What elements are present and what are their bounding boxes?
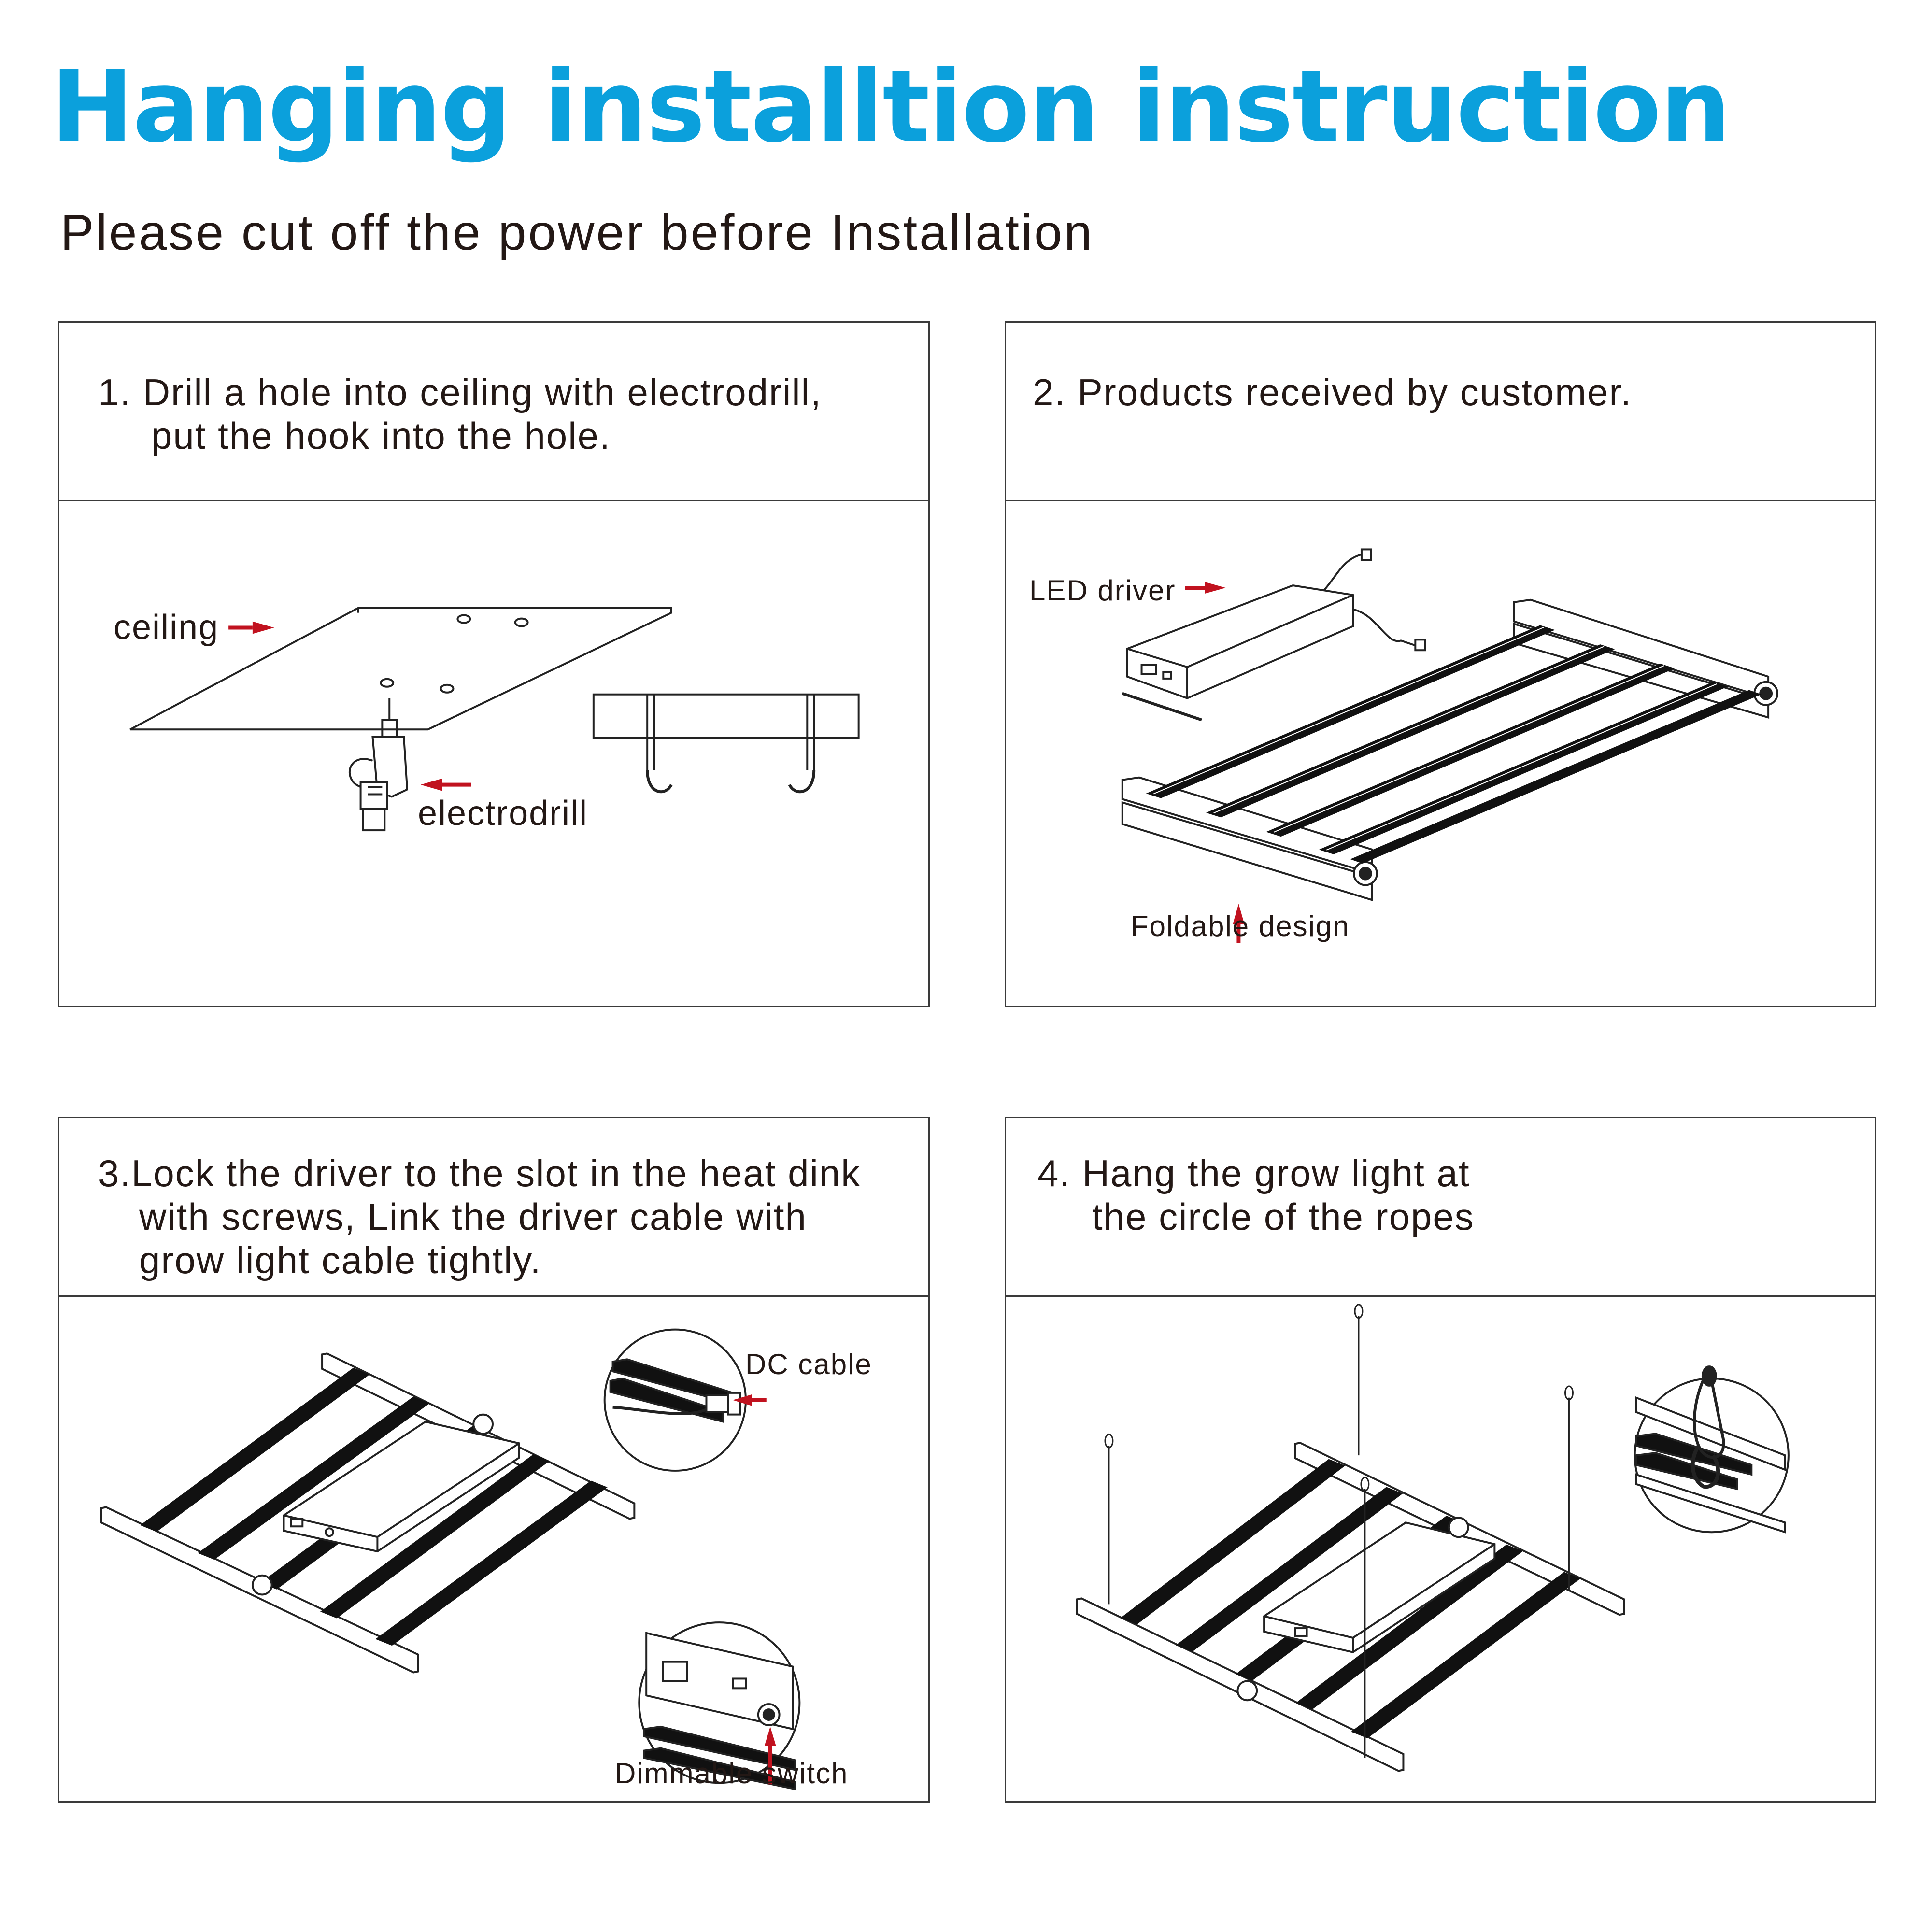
driver-lock-diagram xyxy=(100,1328,801,1790)
step-3-text-line-1: 3.Lock the driver to the slot in the hea… xyxy=(98,1152,861,1194)
grow-light-frame xyxy=(1121,598,1778,901)
hook-icon xyxy=(788,694,816,794)
step-4-text-line-2: the circle of the ropes xyxy=(1092,1195,1475,1238)
dimmable-switch-detail xyxy=(638,1621,801,1790)
step-3-panel: 3.Lock the driver to the slot in the hea… xyxy=(58,1117,930,1803)
ceiling-plate xyxy=(129,607,672,731)
ceiling-label: ceiling xyxy=(114,608,219,647)
step-1-header: 1. Drill a hole into ceiling with electr… xyxy=(59,323,928,501)
step-2-panel: 2. Products received by customer. xyxy=(1005,321,1876,1007)
step-3-text-line-3: grow light cable tightly. xyxy=(139,1239,542,1281)
hook-icon xyxy=(646,694,673,794)
dc-cable-label: DC cable xyxy=(745,1348,872,1380)
step-1-illustration: ceiling electrodrill xyxy=(59,501,928,1006)
page-title: Hanging installtion instruction xyxy=(51,50,1731,165)
step-4-illustration xyxy=(1006,1297,1875,1801)
step-1-panel: 1. Drill a hole into ceiling with electr… xyxy=(58,321,930,1007)
light-bars xyxy=(1146,625,1762,864)
ceiling-drill-diagram xyxy=(129,607,860,832)
led-driver-icon xyxy=(1122,548,1426,722)
step-2-header: 2. Products received by customer. xyxy=(1006,323,1875,501)
drill-hole xyxy=(514,617,529,627)
hanging-light-diagram xyxy=(1076,1304,1790,1772)
power-warning: Please cut off the power before Installa… xyxy=(60,205,1094,261)
drill-hole xyxy=(456,614,471,624)
electrodrill-icon xyxy=(348,698,409,832)
foldable-light-diagram xyxy=(1121,548,1778,943)
rope-clip-detail xyxy=(1634,1365,1790,1534)
step-1-text-line-1: 1. Drill a hole into ceiling with electr… xyxy=(98,371,822,413)
step-2-illustration: LED driver Foldable design xyxy=(1006,501,1875,1006)
drill-hole xyxy=(380,678,395,688)
step-3-header: 3.Lock the driver to the slot in the hea… xyxy=(59,1118,928,1297)
step-3-illustration: DC cable Dimmable switch xyxy=(59,1297,928,1801)
led-driver-icon xyxy=(283,1421,520,1553)
led-driver-label: LED driver xyxy=(1029,574,1176,607)
drill-hole xyxy=(440,683,455,694)
hook-board xyxy=(592,693,860,739)
dimmable-switch-label: Dimmable switch xyxy=(615,1757,849,1790)
step-2-text-line-1: 2. Products received by customer. xyxy=(1033,371,1632,413)
led-driver-icon xyxy=(1263,1521,1496,1653)
step-3-text-line-2: with screws, Link the driver cable with xyxy=(139,1195,807,1238)
dc-cable-detail xyxy=(603,1328,747,1472)
step-4-header: 4. Hang the grow light at the circle of … xyxy=(1006,1118,1875,1297)
hanging-ropes xyxy=(1104,1304,1574,1758)
step-1-text-line-2: put the hook into the hole. xyxy=(151,414,611,457)
step-4-text-line-1: 4. Hang the grow light at xyxy=(1037,1152,1470,1194)
step-4-panel: 4. Hang the grow light at the circle of … xyxy=(1005,1117,1876,1803)
foldable-design-label: Foldable design xyxy=(1131,910,1350,942)
electrodrill-label: electrodrill xyxy=(418,794,588,833)
